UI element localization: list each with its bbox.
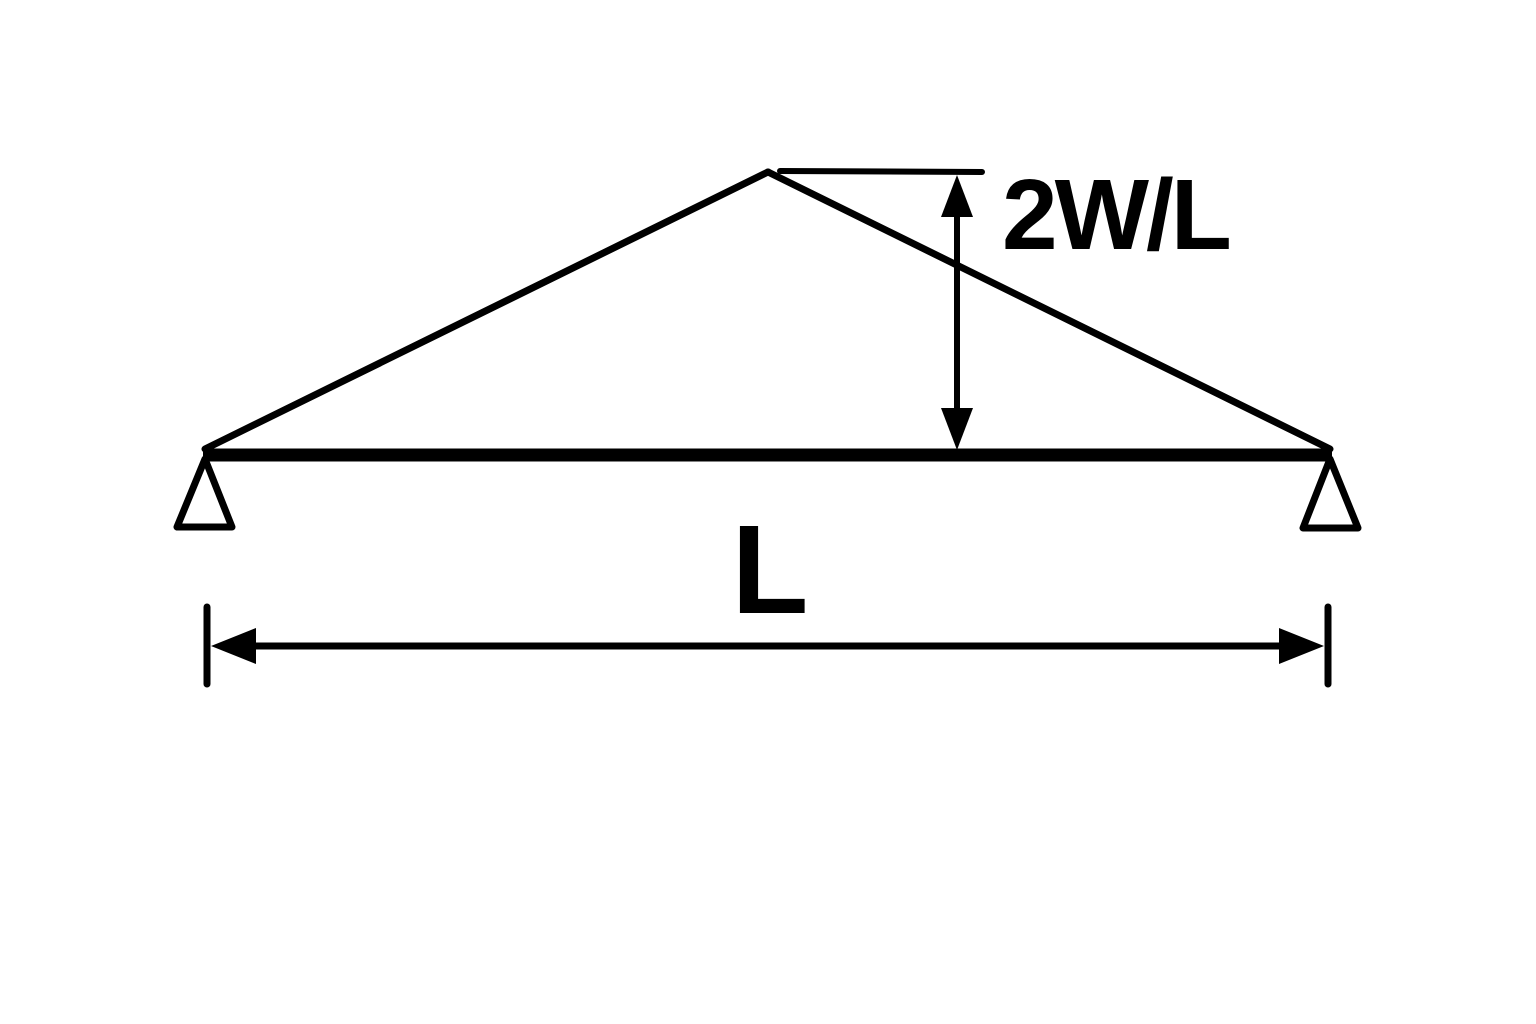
load-magnitude-label: 2W/L bbox=[1002, 159, 1230, 271]
span-dimension bbox=[203, 603, 1332, 688]
span-length-label: L bbox=[732, 499, 809, 640]
diagram-root: 2W/L L bbox=[173, 159, 1362, 688]
triangular-load bbox=[201, 168, 1334, 453]
right-pin-support-icon bbox=[1299, 455, 1362, 532]
arrow-up-icon bbox=[941, 175, 973, 217]
load-left-edge bbox=[201, 168, 772, 453]
load-right-edge bbox=[764, 168, 1334, 453]
arrow-down-icon bbox=[941, 408, 973, 450]
arrow-left-icon bbox=[211, 628, 256, 664]
arrow-right-icon bbox=[1279, 628, 1324, 664]
load-height-dimension bbox=[777, 168, 985, 450]
left-pin-support-icon bbox=[173, 455, 236, 531]
apex-extension-line bbox=[777, 168, 985, 175]
